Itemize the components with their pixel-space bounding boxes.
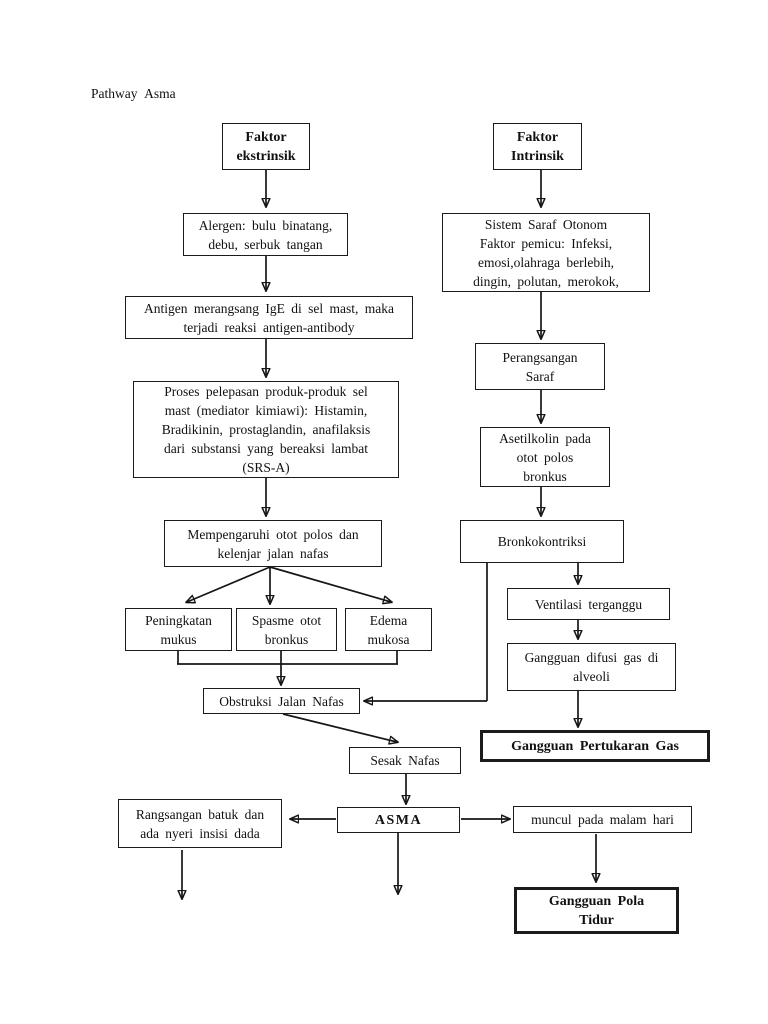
node-bronkokontriksi: Bronkokontriksi <box>460 520 624 563</box>
node-asetilkolin: Asetilkolin pada otot polos bronkus <box>480 427 610 487</box>
node-proses-pelepasan: Proses pelepasan produk-produk sel mast … <box>133 381 399 478</box>
node-spasme-otot-bronkus: Spasme otot bronkus <box>236 608 337 651</box>
node-faktor-ekstrinsik: Faktor ekstrinsik <box>222 123 310 170</box>
node-sistem-saraf-otonom: Sistem Saraf Otonom Faktor pemicu: Infek… <box>442 213 650 292</box>
node-ventilasi-terganggu: Ventilasi terganggu <box>507 588 670 620</box>
node-perangsangan-saraf: Perangsangan Saraf <box>475 343 605 390</box>
node-peningkatan-mukus: Peningkatan mukus <box>125 608 232 651</box>
node-gangguan-difusi-gas: Gangguan difusi gas di alveoli <box>507 643 676 691</box>
node-muncul-malam-hari: muncul pada malam hari <box>513 806 692 833</box>
node-edema-mukosa: Edema mukosa <box>345 608 432 651</box>
page-title: Pathway Asma <box>91 86 176 101</box>
node-gangguan-pola-tidur: Gangguan Pola Tidur <box>514 887 679 934</box>
node-obstruksi-jalan-nafas: Obstruksi Jalan Nafas <box>203 688 360 714</box>
node-antigen-ige: Antigen merangsang IgE di sel mast, maka… <box>125 296 413 339</box>
node-sesak-nafas: Sesak Nafas <box>349 747 461 774</box>
node-faktor-intrinsik: Faktor Intrinsik <box>493 123 582 170</box>
arrow-mempengaruhi-to-peningkatan <box>187 566 271 602</box>
node-asma: ASMA <box>337 807 460 833</box>
node-mempengaruhi-otot-polos: Mempengaruhi otot polos dan kelenjar jal… <box>164 520 382 567</box>
arrow-obstruksi-to-sesak <box>282 713 397 742</box>
node-rangsangan-batuk: Rangsangan batuk dan ada nyeri insisi da… <box>118 799 282 848</box>
node-gangguan-pertukaran-gas: Gangguan Pertukaran Gas <box>480 730 710 762</box>
arrow-mempengaruhi-to-edema <box>269 566 391 602</box>
node-alergen: Alergen: bulu binatang, debu, serbuk tan… <box>183 213 348 256</box>
